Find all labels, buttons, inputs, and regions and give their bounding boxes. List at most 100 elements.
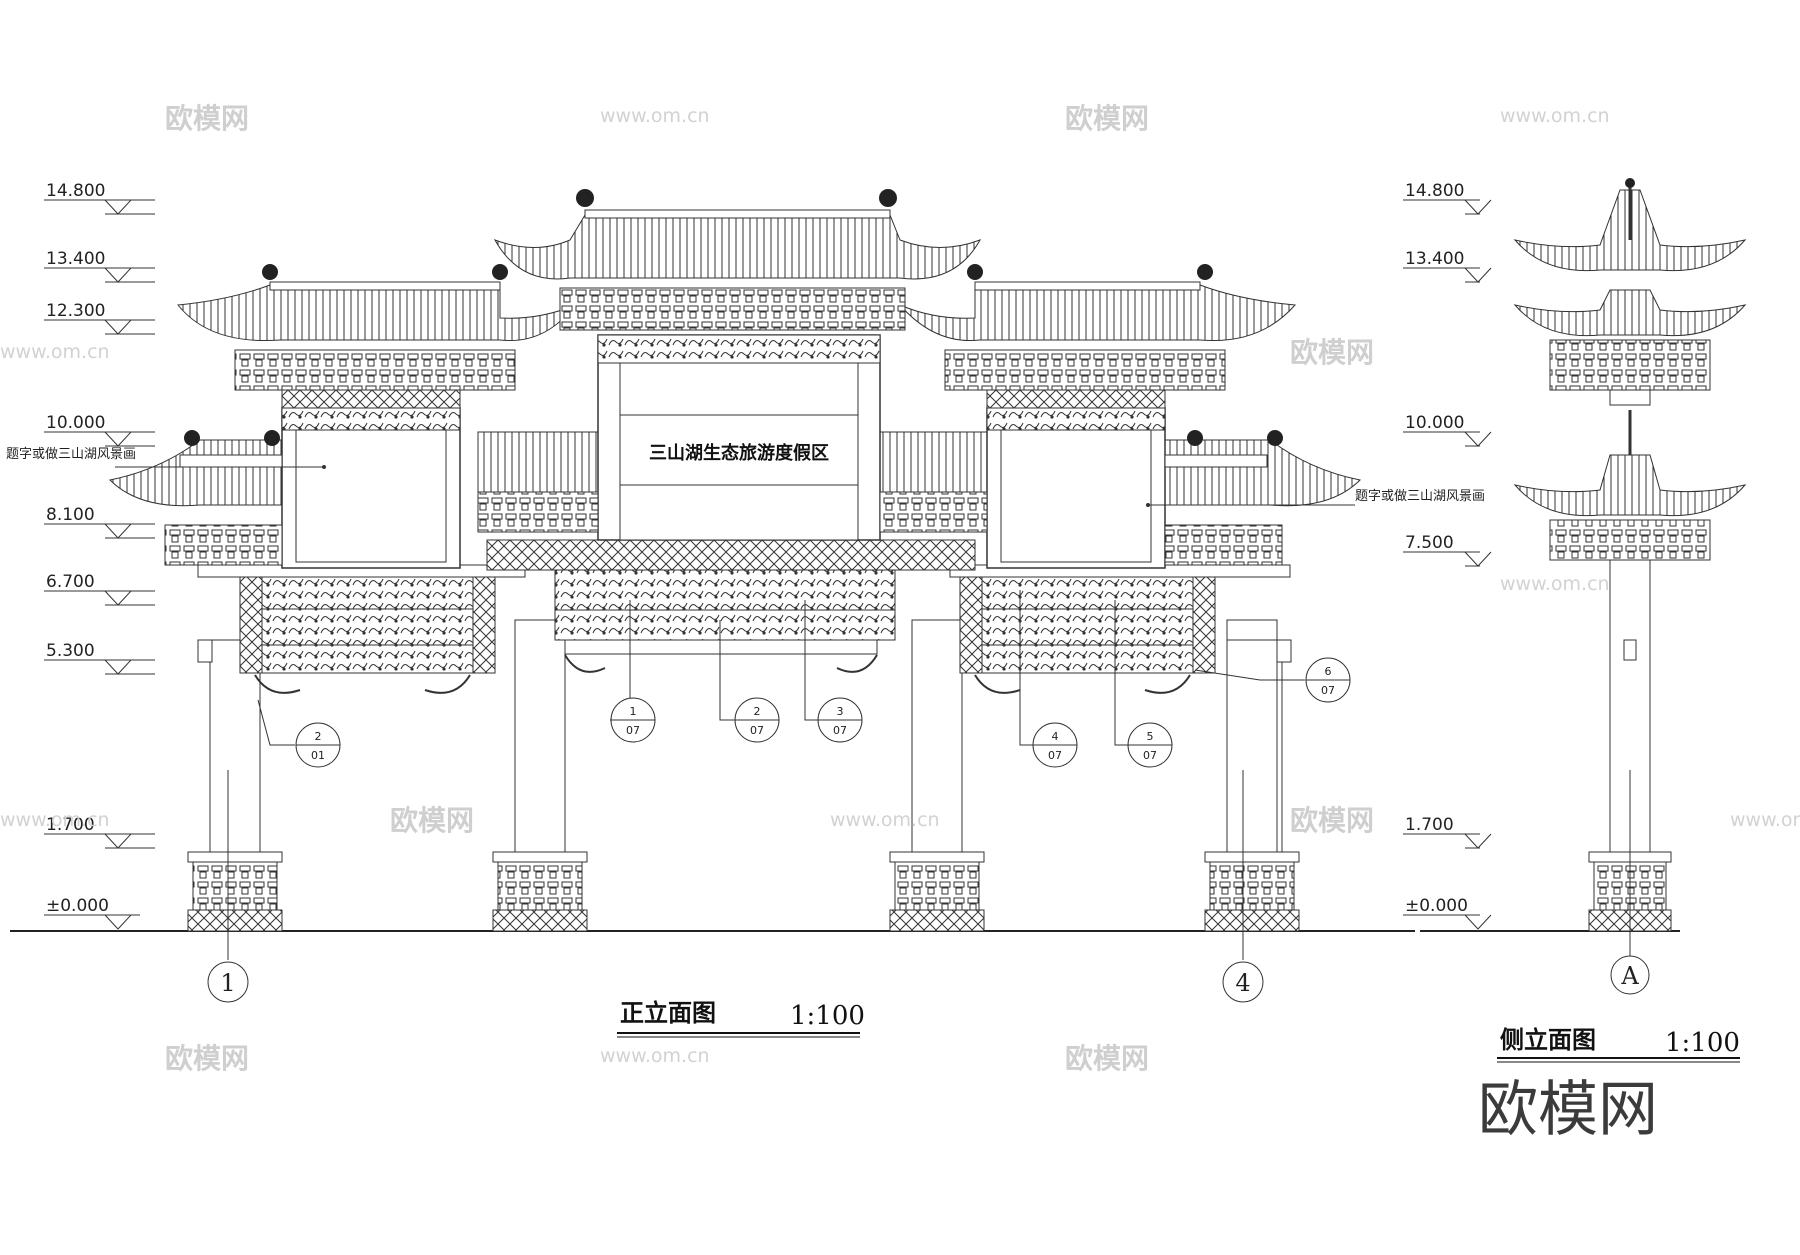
watermark: 欧模网 xyxy=(165,102,249,135)
side-middle-roof xyxy=(1513,289,1747,406)
level-label: 12.300 xyxy=(46,301,105,321)
watermark: 欧模网 xyxy=(390,804,474,837)
corner-logo-watermark: 欧模网 xyxy=(1478,1075,1658,1145)
detail-tag: 2 07 xyxy=(719,620,780,743)
side-roof-left xyxy=(177,264,577,409)
level-label: 5.300 xyxy=(46,641,95,661)
level-marker: ±0.000 xyxy=(1403,896,1492,930)
level-label: 8.100 xyxy=(46,505,95,525)
front-title-text: 正立面图 xyxy=(620,999,716,1027)
side-roof-right xyxy=(899,264,1297,409)
column-3 xyxy=(911,619,963,853)
axis-marker-1: 1 xyxy=(207,770,249,1003)
column-base xyxy=(187,851,283,932)
inner-roof-right xyxy=(879,431,988,533)
left-panel-note: 题字或做三山湖风景画 xyxy=(6,447,136,462)
front-level-markers: 14.800 13.400 12.300 10.000 8.100 6.700 … xyxy=(44,181,155,930)
beam-stub xyxy=(1276,639,1292,663)
svg-text:07: 07 xyxy=(1048,749,1062,762)
column-base xyxy=(1204,851,1300,932)
watermark: www.om.cn xyxy=(1500,573,1610,595)
front-scale-text: 1:100 xyxy=(790,1001,865,1031)
archway-side-elevation xyxy=(1513,178,1747,932)
detail-tag: 6 07 xyxy=(1194,657,1351,703)
watermark: www.om.cn xyxy=(830,809,940,831)
svg-text:1: 1 xyxy=(220,969,235,997)
outer-roof-right xyxy=(1164,430,1362,566)
level-label: 6.700 xyxy=(46,572,95,592)
side-view-title: 侧立面图 1:100 xyxy=(1497,1026,1740,1063)
right-panel xyxy=(986,407,1166,569)
svg-text:A: A xyxy=(1620,962,1639,990)
axis-marker-a: A xyxy=(1610,770,1650,995)
name-board: 三山湖生态旅游度假区 xyxy=(597,334,881,541)
central-frieze xyxy=(486,539,976,673)
archway-front-elevation: 三山湖生态旅游度假区 xyxy=(108,189,1362,932)
inner-roof-left xyxy=(477,431,599,533)
level-marker: 8.100 xyxy=(44,505,155,539)
level-label: ±0.000 xyxy=(46,896,109,916)
detail-tag: 4 07 xyxy=(1019,590,1078,768)
watermark: 欧模网 xyxy=(1290,804,1374,837)
svg-text:4: 4 xyxy=(1052,730,1059,743)
svg-text:13.400: 13.400 xyxy=(1405,249,1464,269)
right-panel-note: 题字或做三山湖风景画 xyxy=(1355,489,1485,504)
level-marker: 7.500 xyxy=(1403,533,1492,567)
level-marker: ±0.000 xyxy=(44,896,140,930)
watermark: www.om.cn xyxy=(1500,105,1610,127)
column-2 xyxy=(514,619,566,853)
level-marker: 1.700 xyxy=(1403,815,1492,849)
level-marker: 6.700 xyxy=(44,572,155,606)
svg-text:1.700: 1.700 xyxy=(1405,815,1454,835)
level-label: 13.400 xyxy=(46,249,105,269)
side-lower-roof xyxy=(1513,410,1747,561)
svg-text:2: 2 xyxy=(315,730,322,743)
detail-tag: 5 07 xyxy=(1114,600,1173,768)
svg-text:07: 07 xyxy=(1143,749,1157,762)
side-top-roof xyxy=(1513,178,1747,272)
detail-tag: 1 07 xyxy=(610,600,656,743)
svg-text:4: 4 xyxy=(1235,969,1250,997)
left-panel xyxy=(281,407,461,569)
column-4 xyxy=(1226,639,1278,853)
axis-marker-4: 4 xyxy=(1222,770,1264,1003)
watermark: www.om.cn xyxy=(1730,809,1800,831)
watermark: www.om.cn xyxy=(600,105,710,127)
detail-tags: 2 01 1 07 2 07 3 07 4 xyxy=(257,590,1351,768)
level-marker: 13.400 xyxy=(1403,249,1492,283)
svg-text:07: 07 xyxy=(750,724,764,737)
level-marker: 10.000 xyxy=(44,413,155,447)
level-marker: 13.400 xyxy=(44,249,155,283)
level-marker: 1.700 xyxy=(44,815,155,849)
svg-text:5: 5 xyxy=(1147,730,1154,743)
watermark: 欧模网 xyxy=(165,1042,249,1075)
watermark: www.om.cn xyxy=(0,341,110,363)
column-base xyxy=(492,851,588,932)
watermark: www.om.cn xyxy=(0,809,110,831)
column-1 xyxy=(209,639,261,853)
level-label: 1.700 xyxy=(46,815,95,835)
column-base xyxy=(889,851,985,932)
level-marker: 14.800 xyxy=(1403,181,1492,215)
level-marker: 10.000 xyxy=(1403,413,1492,447)
svg-text:2: 2 xyxy=(754,705,761,718)
detail-tag: 3 07 xyxy=(804,600,863,743)
column-bases xyxy=(187,851,1300,932)
svg-text:07: 07 xyxy=(833,724,847,737)
watermarks: 欧模网 www.om.cn 欧模网 www.om.cn www.om.cn 欧模… xyxy=(0,102,1800,1075)
side-scale-text: 1:100 xyxy=(1665,1028,1740,1058)
level-marker: 14.800 xyxy=(44,181,155,215)
side-level-markers: 14.800 13.400 10.000 7.500 1.700 ±0.000 xyxy=(1403,181,1492,930)
right-frieze xyxy=(949,564,1291,694)
beam-stub xyxy=(197,639,213,663)
outer-roof-left xyxy=(108,430,283,566)
watermark: www.om.cn xyxy=(600,1045,710,1067)
watermark: 欧模网 xyxy=(1065,1042,1149,1075)
svg-text:1: 1 xyxy=(630,705,637,718)
detail-tag: 2 01 xyxy=(257,699,341,768)
front-view-title: 正立面图 1:100 xyxy=(617,999,865,1038)
svg-text:6: 6 xyxy=(1325,665,1332,678)
svg-text:01: 01 xyxy=(311,749,325,762)
svg-text:3: 3 xyxy=(837,705,844,718)
